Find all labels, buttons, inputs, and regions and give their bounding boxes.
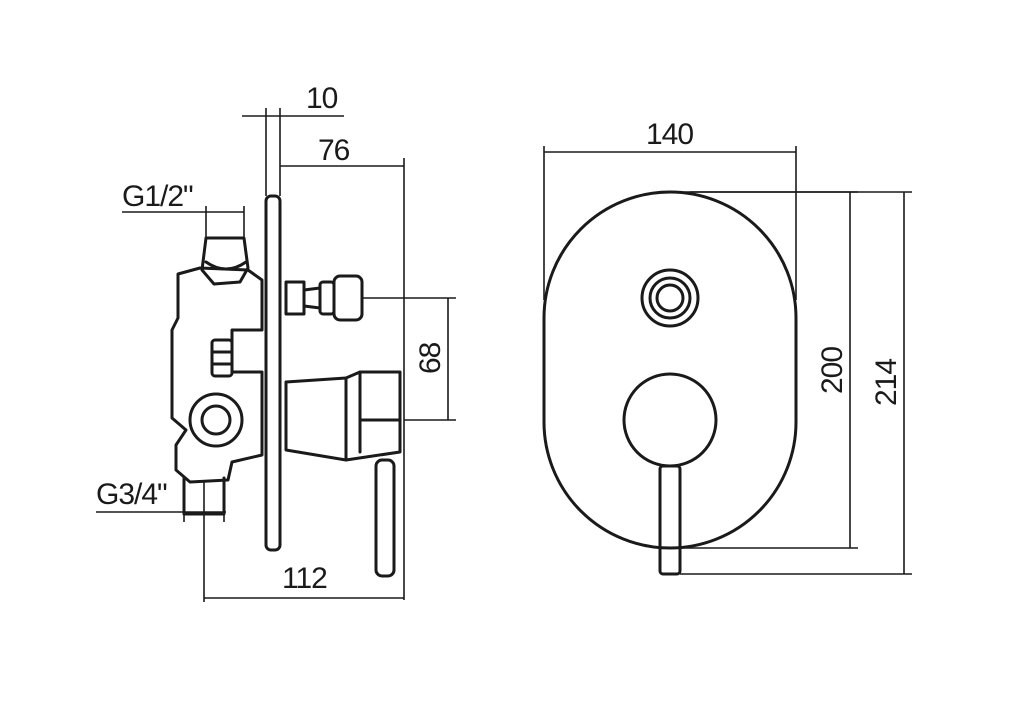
diverter-knob-front — [640, 268, 700, 328]
dim-label-g34: G3/4" — [96, 478, 167, 511]
handle-rosette-front — [622, 372, 718, 468]
dim-label-112: 112 — [282, 562, 327, 595]
cover-plate-oval — [542, 190, 798, 550]
dim-depth: 112 — [203, 482, 404, 602]
dim-bottom-outlet: G3/4" — [96, 478, 226, 522]
dim-projection: 76 — [280, 134, 405, 600]
valve-body — [170, 266, 264, 484]
dim-spindle-spacing: 68 — [362, 297, 456, 421]
dim-total-height: 214 — [680, 191, 912, 575]
wall-plate-profile — [264, 194, 282, 552]
dim-top-inlet: G1/2" — [122, 180, 245, 238]
handle-lever-front — [658, 464, 682, 576]
dim-label-140: 140 — [646, 118, 693, 151]
dim-plate-thickness: 10 — [242, 82, 344, 196]
top-inlet-nipple — [200, 236, 250, 286]
dim-width: 140 — [543, 118, 797, 300]
dim-plate-height: 200 — [670, 191, 858, 549]
lever-handle-side — [284, 370, 402, 578]
front-view: 140 200 214 — [542, 118, 912, 576]
side-view: 10 76 G1/2" G3/4" 112 — [96, 82, 456, 602]
body-side-boss — [210, 338, 234, 378]
dim-label-g12: G1/2" — [122, 180, 193, 213]
diverter-knob — [284, 274, 364, 322]
dim-label-214: 214 — [870, 359, 903, 406]
bottom-inlet-ring — [188, 392, 244, 448]
dim-label-10: 10 — [306, 82, 338, 115]
dim-label-76: 76 — [318, 134, 350, 167]
dim-label-68: 68 — [414, 342, 447, 374]
dim-label-200: 200 — [816, 347, 849, 394]
